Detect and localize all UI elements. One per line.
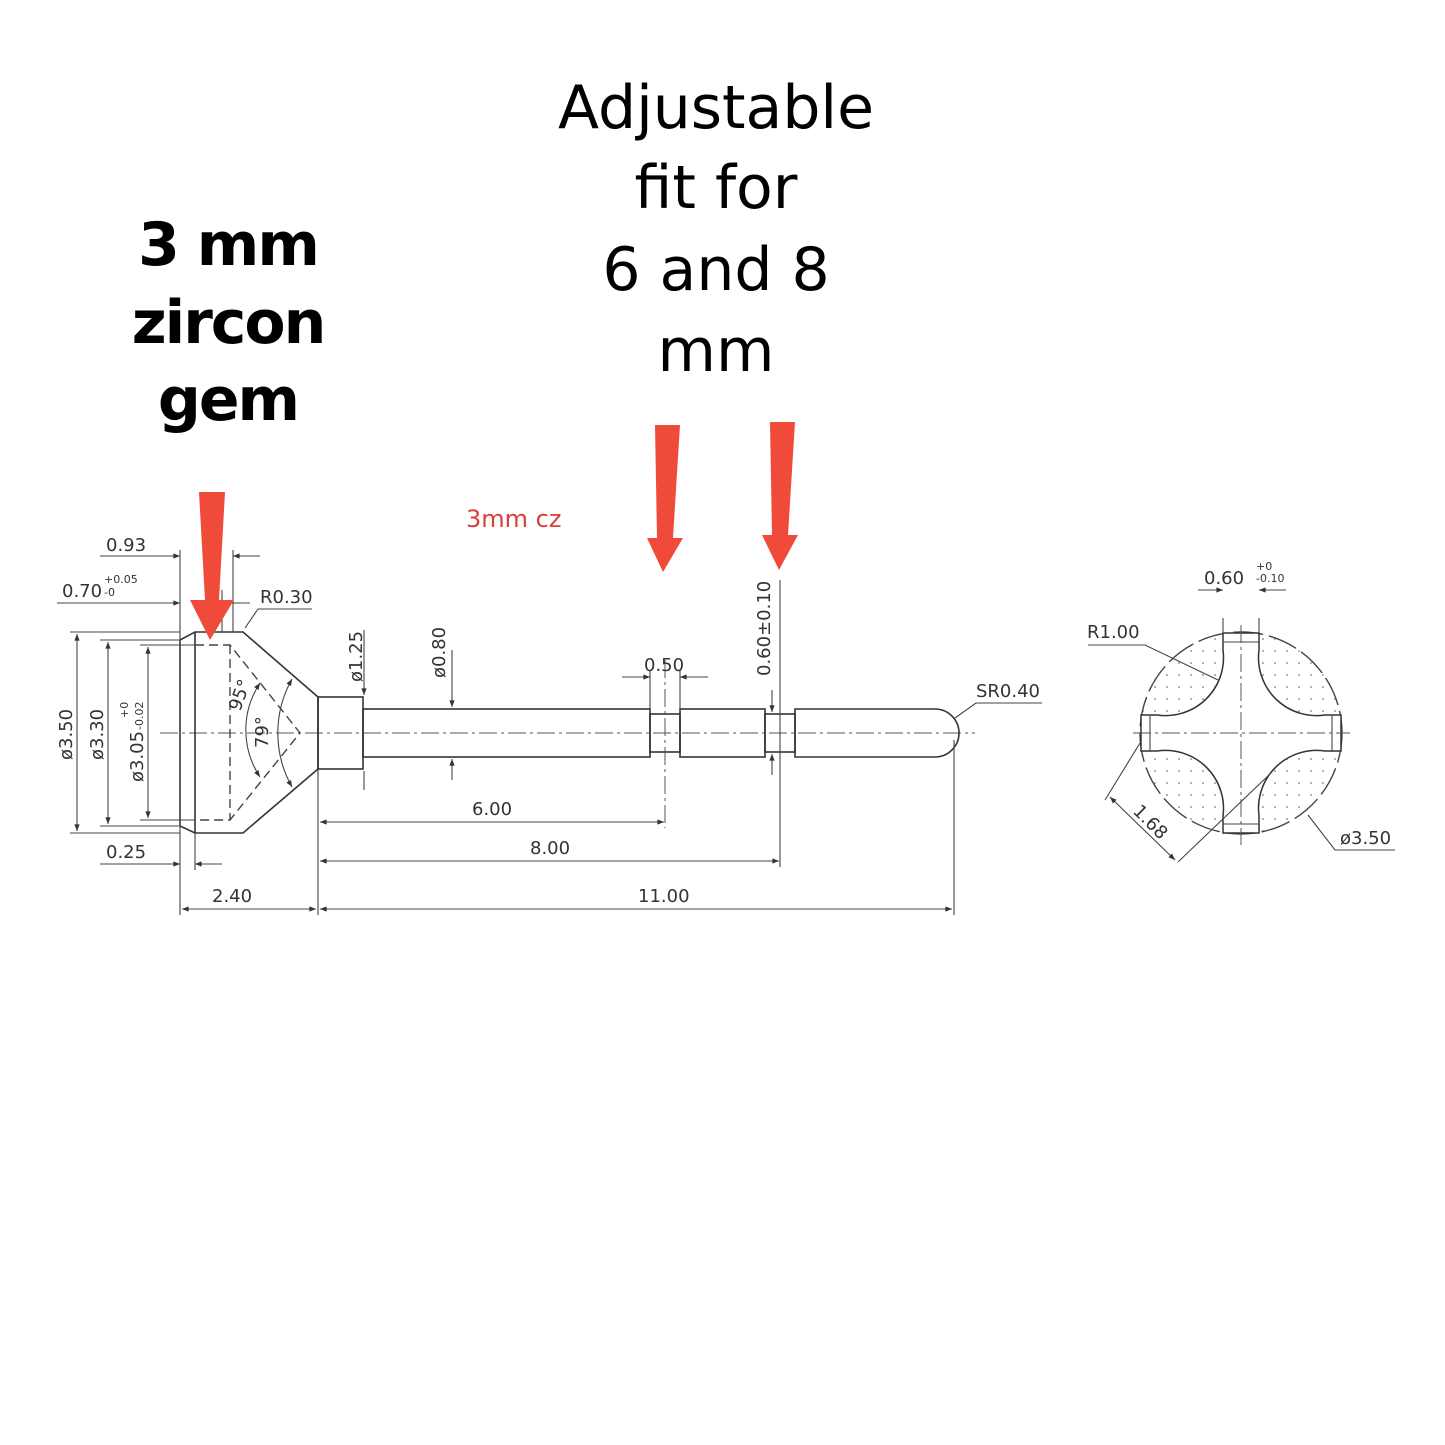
left-heading-line-1: 3 mm — [138, 210, 318, 280]
dim-0-93: 0.93 — [106, 535, 146, 556]
dim-r0-30: R0.30 — [260, 587, 313, 608]
dim-1-68: 1.68 — [1128, 801, 1171, 844]
center-heading-line-2: fit for — [635, 153, 798, 223]
cross-section-view — [1088, 587, 1395, 863]
dim-0-60-tol: 0.60±0.10 — [754, 581, 775, 676]
dim-r1-00: R1.00 — [1087, 622, 1140, 643]
dim-0-50: 0.50 — [644, 655, 684, 676]
left-heading: 3 mm zircon gem — [132, 210, 327, 435]
arrow-6mm-icon — [647, 425, 683, 572]
dimension-lines — [57, 550, 1042, 915]
dim-slot-0-60: 0.60 — [1204, 568, 1244, 589]
dim-0-70-tol-bottom: -0 — [104, 586, 115, 599]
center-heading-line-1: Adjustable — [558, 73, 874, 143]
note-3mm-cz: 3mm cz — [466, 505, 561, 533]
dim-d3-30: ø3.30 — [87, 709, 108, 760]
dim-d1-25: ø1.25 — [346, 631, 367, 682]
cross-section-labels: 0.60 +0 -0.10 R1.00 1.68 ø3.50 — [1087, 560, 1391, 849]
dim-slot-tol-top: +0 — [1256, 560, 1272, 573]
center-heading-line-3: 6 and 8 — [602, 235, 829, 305]
left-heading-line-3: gem — [158, 365, 298, 435]
dim-8-00: 8.00 — [530, 838, 570, 859]
dim-0-70: 0.70 — [62, 581, 102, 602]
dim-d3-05: ø3.05 — [127, 731, 148, 782]
arrow-gem-icon — [190, 492, 234, 640]
dim-sr0-40: SR0.40 — [976, 681, 1040, 702]
dimension-labels: 0.93 0.70 +0.05 -0 R0.30 ø1.25 ø0.80 ø3.… — [56, 535, 1040, 907]
red-arrows — [190, 422, 798, 640]
center-heading-line-4: mm — [658, 316, 775, 386]
dim-0-25: 0.25 — [106, 842, 146, 863]
dim-d0-80: ø0.80 — [429, 627, 450, 678]
center-heading: Adjustable fit for 6 and 8 mm — [558, 73, 874, 386]
left-heading-line-2: zircon — [132, 288, 325, 358]
dim-d3-05-tol-bottom: -0.02 — [133, 702, 146, 730]
angle-95: 95° — [225, 677, 256, 714]
dim-d3-05-tol-top: +0 — [118, 702, 131, 718]
dim-11-00: 11.00 — [638, 886, 690, 907]
angle-79: 79° — [252, 716, 273, 748]
dim-d3-50: ø3.50 — [56, 709, 77, 760]
dim-section-d3-50: ø3.50 — [1340, 828, 1391, 849]
pin-side-view — [160, 631, 975, 834]
dim-2-40: 2.40 — [212, 886, 252, 907]
dim-slot-tol-bottom: -0.10 — [1256, 572, 1284, 585]
dim-6-00: 6.00 — [472, 799, 512, 820]
arrow-8mm-icon — [762, 422, 798, 570]
dim-0-70-tol-top: +0.05 — [104, 573, 138, 586]
